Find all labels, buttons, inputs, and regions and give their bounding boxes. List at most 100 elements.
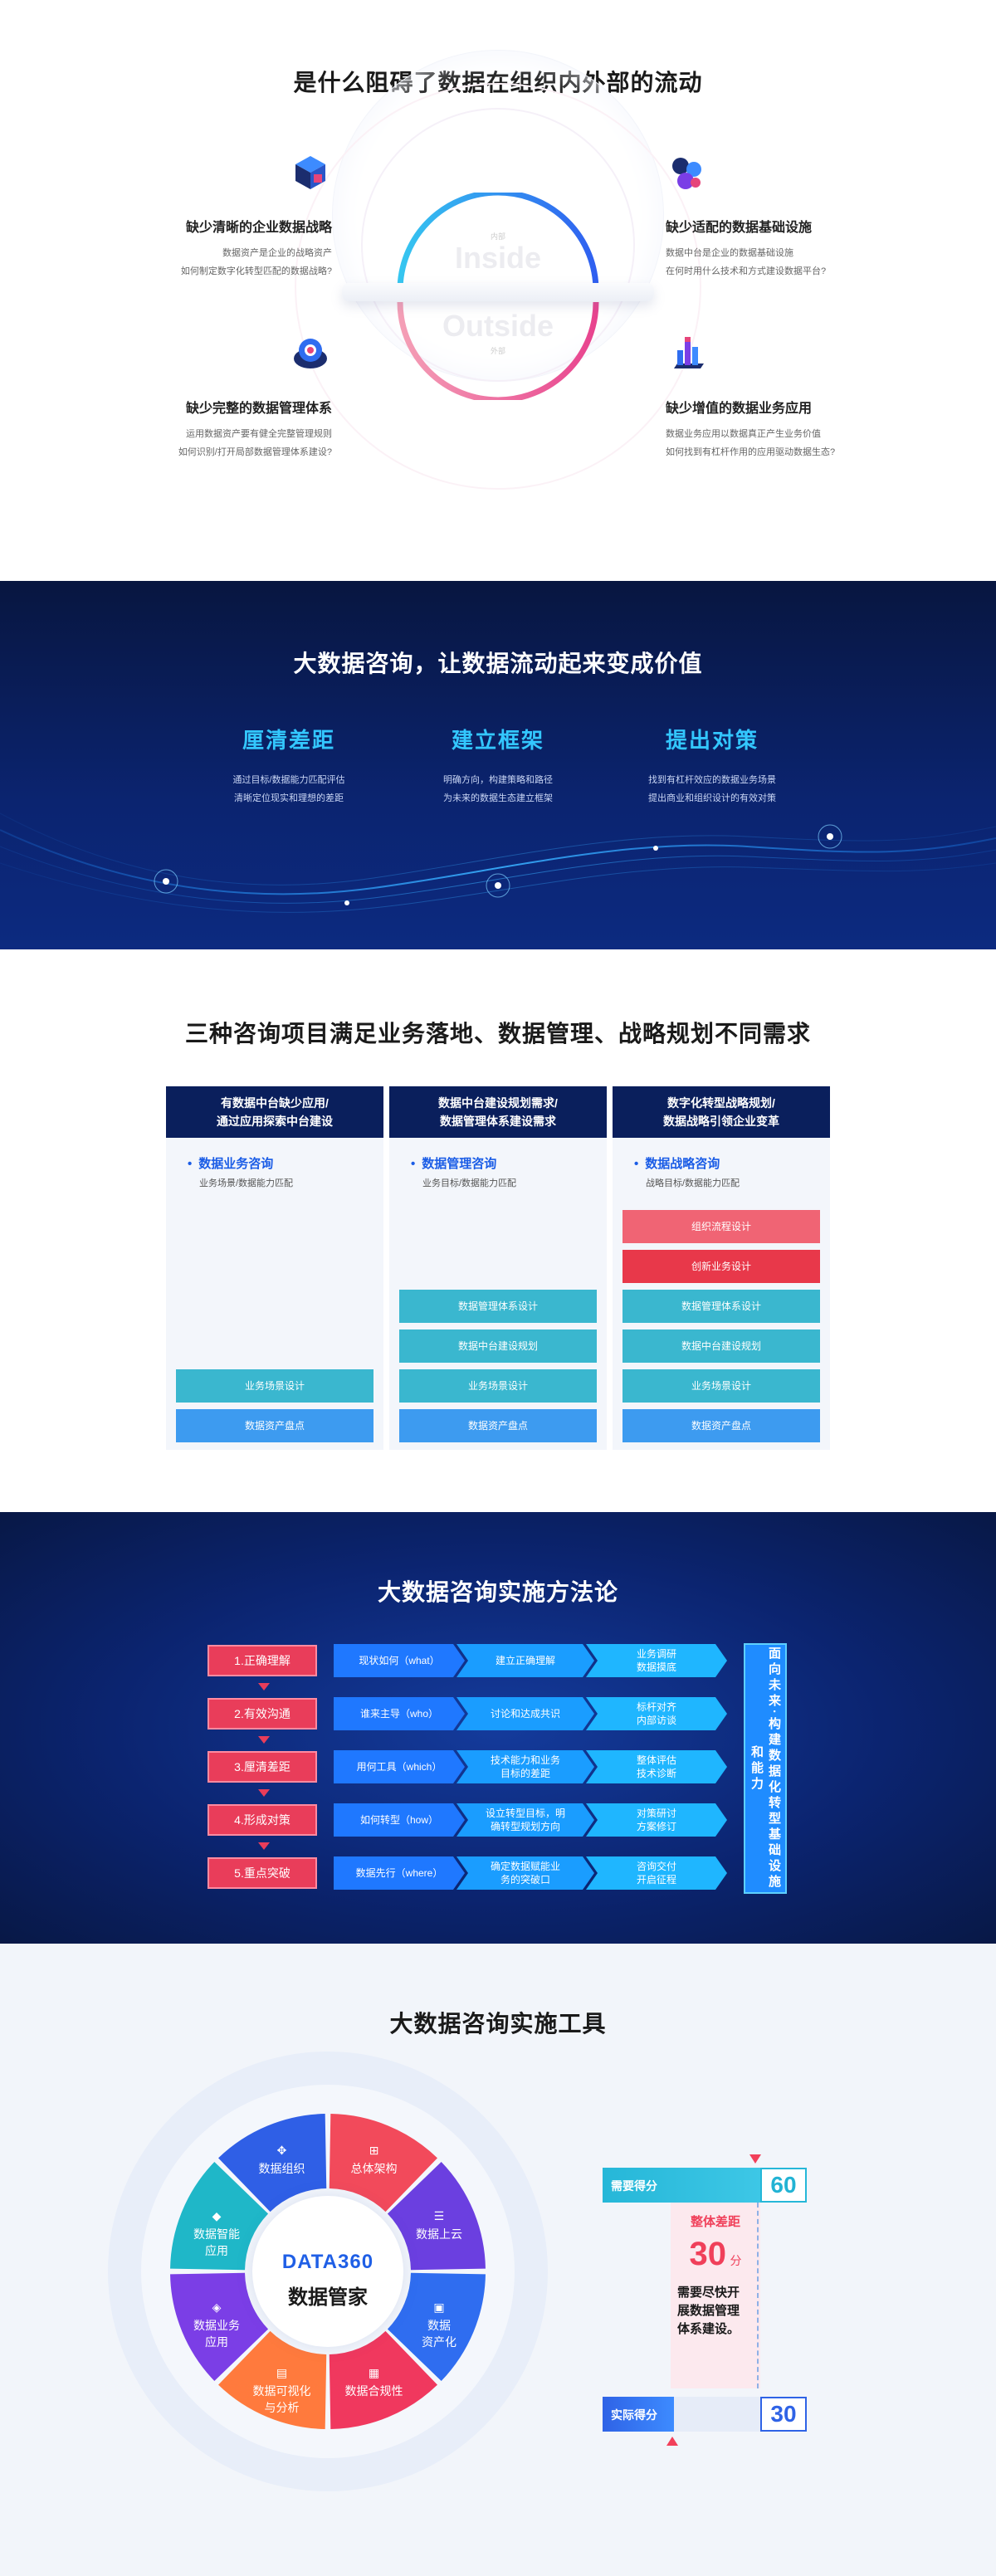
row1-question: 现状如何（what） bbox=[334, 1644, 465, 1677]
gap-value-row: 30 分 bbox=[671, 2236, 760, 2273]
actual-score-value: 30 bbox=[770, 2401, 797, 2427]
card-title: 缺少适配的数据基础设施 bbox=[666, 221, 813, 235]
value-col-framework: 建立框架 明确方向，构建策略和路径为未来的数据生态建立框架 bbox=[398, 724, 598, 807]
bar-stack-icon bbox=[666, 332, 709, 375]
inside-cn-label: 内部 bbox=[490, 232, 505, 241]
step-5: 5.重点突破 bbox=[208, 1857, 317, 1889]
gap-value: 30 bbox=[689, 2236, 727, 2272]
inside-label: Inside bbox=[454, 241, 542, 275]
gap-unit: 分 bbox=[730, 2254, 742, 2267]
bar-governance-design: 数据管理体系设计 bbox=[399, 1290, 597, 1323]
value-col-solutions: 提出对策 找到有杠杆效应的数据业务场景提出商业和组织设计的有效对策 bbox=[613, 724, 812, 807]
calendar-icon: ▦ bbox=[368, 2365, 380, 2379]
card-title: 缺少清晰的企业数据战略 bbox=[185, 221, 332, 235]
consulting-col-strategy: 数字化转型战略规划/数据战略引领企业变革 数据战略咨询 战略目标/数据能力匹配 … bbox=[613, 1086, 830, 1450]
section-title: 三种咨询项目满足业务落地、数据管理、战略规划不同需求 bbox=[184, 1021, 811, 1046]
bar-asset-inventory: 数据资产盘点 bbox=[399, 1409, 597, 1442]
row5-action: 咨询交付 开启征程 bbox=[586, 1856, 727, 1890]
col-key-sub: 业务场景/数据能力匹配 bbox=[199, 1178, 294, 1188]
bar-asset-inventory: 数据资产盘点 bbox=[622, 1409, 820, 1442]
gap-label: 整体差距 bbox=[690, 2215, 740, 2229]
gap-panel bbox=[671, 2203, 760, 2388]
wheel-segment-text: 数据智能 应用 bbox=[193, 2227, 241, 2257]
card-title: 缺少增值的数据业务应用 bbox=[666, 402, 813, 416]
value-desc-1: 找到有杠杆效应的数据业务场景 bbox=[648, 775, 776, 785]
col-header: 数据中台建设规划需求/数据管理体系建设需求 bbox=[389, 1086, 607, 1138]
row2-question: 谁来主导（who） bbox=[334, 1697, 465, 1730]
card-desc-2: 如何制定数字化转型匹配的数据战略? bbox=[180, 266, 332, 276]
brand-name: DATA360 bbox=[281, 2251, 374, 2273]
step-arrow-down bbox=[258, 1842, 270, 1850]
value-heading: 提出对策 bbox=[665, 728, 759, 753]
col-header-line-1: 数字化转型战略规划/ bbox=[667, 1096, 775, 1110]
value-desc-2: 清晰定位现实和理想的差距 bbox=[234, 793, 344, 803]
bar-asset-inventory: 数据资产盘点 bbox=[176, 1409, 374, 1442]
wheel-segment bbox=[218, 2114, 327, 2213]
col-header-line-2: 通过应用探索中台建设 bbox=[217, 1115, 333, 1128]
need-score-box bbox=[760, 2168, 807, 2203]
col-key-sub: 业务目标/数据能力匹配 bbox=[422, 1178, 517, 1188]
wheel-segment-text: 数据可视化 与分析 bbox=[252, 2383, 311, 2414]
wheel-segment bbox=[170, 2272, 269, 2381]
actual-score-box bbox=[760, 2397, 807, 2432]
row1-goal: 建立正确理解 bbox=[456, 1644, 594, 1677]
wheel-segment bbox=[329, 2114, 437, 2213]
org-chart-icon: ⊞ bbox=[369, 2144, 379, 2158]
need-score-bar bbox=[603, 2168, 760, 2203]
outside-label: Outside bbox=[442, 309, 554, 343]
col-header-line-1: 数据中台建设规划需求/ bbox=[438, 1096, 558, 1110]
col-key-title: 数据业务咨询 bbox=[188, 1154, 273, 1172]
card-desc-2: 如何找到有杠杆作用的应用驱动数据生态? bbox=[666, 447, 836, 457]
wheel-segment bbox=[329, 2330, 437, 2429]
col-header-line-2: 数据战略引领企业变革 bbox=[663, 1115, 779, 1128]
step-arrow-down bbox=[258, 1736, 270, 1744]
row1-action: 业务调研 数据摸底 bbox=[586, 1644, 727, 1677]
value-desc-1: 通过目标/数据能力匹配评估 bbox=[232, 775, 345, 785]
section-title: 大数据咨询实施工具 bbox=[389, 2011, 607, 2037]
col-header: 有数据中台缺少应用/通过应用探索中台建设 bbox=[166, 1086, 383, 1138]
data360-wheel bbox=[170, 2114, 486, 2429]
row4-question: 如何转型（how） bbox=[334, 1803, 465, 1837]
wheel-segment-text: 数据组织 bbox=[258, 2162, 305, 2176]
cube-icon bbox=[289, 151, 332, 194]
wheel-segment bbox=[218, 2330, 327, 2429]
folder-icon: ▣ bbox=[433, 2300, 445, 2315]
chart-icon: ▤ bbox=[276, 2365, 288, 2379]
row3-action: 整体评估 技术诊断 bbox=[586, 1750, 727, 1783]
brand-subtitle: 数据管家 bbox=[288, 2286, 368, 2309]
card-desc-2: 如何识别/打开局部数据管理体系建设? bbox=[178, 447, 332, 457]
wheel-segment-label: ▣ 数据 资产化 bbox=[402, 2299, 476, 2350]
value-section: 大数据咨询，让数据流动起来变成价值 厘清差距 通过目标/数据能力匹配评估清晰定位… bbox=[0, 581, 996, 949]
marker-triangle-bottom bbox=[666, 2437, 678, 2446]
row3-goal: 技术能力和业务 目标的差距 bbox=[456, 1750, 594, 1783]
flow-wave-graphic bbox=[0, 812, 996, 913]
bar-org-process: 组织流程设计 bbox=[622, 1210, 820, 1243]
consulting-col-management: 数据中台建设规划需求/数据管理体系建设需求 数据管理咨询 业务目标/数据能力匹配… bbox=[389, 1086, 607, 1450]
need-score-label: 需要得分 bbox=[611, 2179, 657, 2193]
wheel-segment-label: ☰数据上云 bbox=[402, 2208, 476, 2242]
consulting-col-business: 有数据中台缺少应用/通过应用探索中台建设 数据业务咨询 业务场景/数据能力匹配 … bbox=[166, 1086, 383, 1450]
wheel-segment-text: 数据 资产化 bbox=[421, 2319, 456, 2349]
col-header-line-1: 有数据中台缺少应用/ bbox=[221, 1096, 329, 1110]
col-key-sub: 战略目标/数据能力匹配 bbox=[646, 1178, 740, 1188]
value-heading: 厘清差距 bbox=[242, 728, 335, 753]
value-desc-2: 为未来的数据生态建立框架 bbox=[443, 793, 553, 803]
wheel-segment bbox=[387, 2162, 486, 2271]
actual-score-empty bbox=[674, 2397, 760, 2432]
col-header-line-2: 数据管理体系建设需求 bbox=[440, 1115, 556, 1128]
wheel-segment-label: ▤ 数据可视化 与分析 bbox=[245, 2364, 320, 2416]
value-col-gap: 厘清差距 通过目标/数据能力匹配评估清晰定位现实和理想的差距 bbox=[189, 724, 388, 807]
value-desc-1: 明确方向，构建策略和路径 bbox=[443, 775, 553, 785]
wheel-segment-label: ⊞总体架构 bbox=[336, 2142, 411, 2177]
step-2: 2.有效沟通 bbox=[208, 1698, 317, 1730]
layers-icon: ◆ bbox=[212, 2208, 222, 2222]
wheel-segment-label: ▦数据合规性 bbox=[336, 2364, 411, 2399]
card-desc-1: 数据业务应用以数据真正产生业务价值 bbox=[666, 429, 821, 439]
need-score-value: 60 bbox=[770, 2172, 797, 2198]
gear-cluster-icon bbox=[666, 151, 709, 194]
col-key-title: 数据战略咨询 bbox=[634, 1154, 720, 1172]
card-desc-1: 数据中台是企业的数据基础设施 bbox=[666, 248, 793, 258]
row2-action: 标杆对齐 内部访谈 bbox=[586, 1697, 727, 1730]
stack-icon: ☰ bbox=[433, 2208, 445, 2222]
step-arrow-down bbox=[258, 1683, 270, 1690]
